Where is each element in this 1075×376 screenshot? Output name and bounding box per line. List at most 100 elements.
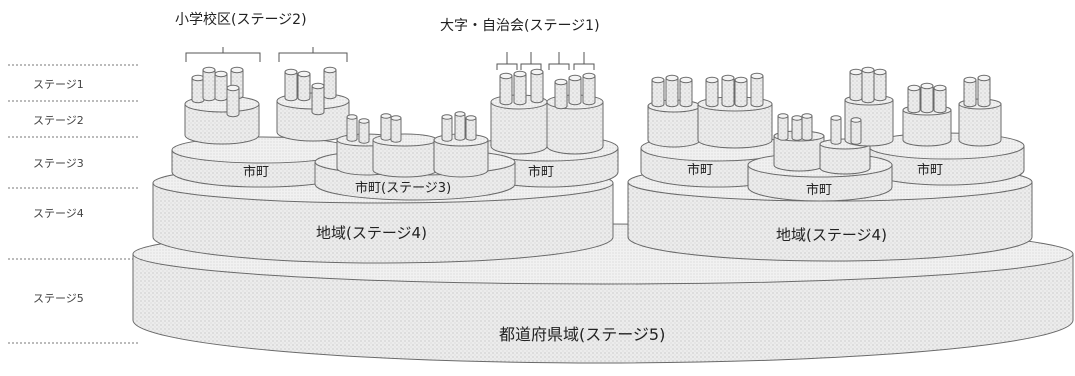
neighborhood-cylinder (651, 79, 665, 108)
neighborhood-cylinder (441, 116, 453, 142)
neighborhood-cylinder-top (791, 115, 803, 121)
neighborhood-cylinder-top (323, 66, 337, 74)
top-brackets (185, 47, 595, 70)
neighborhood-cylinder (582, 75, 596, 106)
city-label-left: 市町 (243, 164, 269, 180)
neighborhood-cylinder-top (830, 115, 842, 121)
neighborhood-cylinder (801, 115, 813, 141)
neighborhood-cylinder (734, 79, 748, 108)
neighborhood-cylinder (850, 119, 862, 145)
neighborhood-cylinder (284, 71, 298, 102)
neighborhood-cylinder (963, 79, 977, 108)
neighborhood-cylinder (513, 73, 527, 106)
neighborhood-cylinder (346, 116, 358, 142)
neighborhood-cylinder (568, 77, 582, 106)
neighborhood-cylinder-top (441, 114, 453, 120)
neighborhood-cylinder-top (651, 76, 665, 84)
neighborhood-cylinder (358, 120, 370, 144)
region-label-left: 地域(ステージ4) (316, 224, 427, 242)
region-label-right: 地域(ステージ4) (776, 226, 887, 244)
neighborhood-cylinder (777, 115, 789, 141)
neighborhood-cylinders (191, 66, 991, 145)
stage-label-1: ステージ1 (33, 78, 84, 91)
neighborhood-cylinder-top (346, 114, 358, 120)
neighborhood-cylinder (465, 117, 477, 141)
city-label-right-c: 市町 (917, 162, 943, 178)
neighborhood-cylinder-top (191, 74, 205, 82)
neighborhood-cylinder (530, 71, 544, 104)
school-district-label: 小学校区(ステージ2) (175, 11, 307, 28)
neighborhood-cylinder-top (750, 72, 764, 80)
neighborhood-cylinder (977, 77, 991, 108)
bracket-school-left (185, 52, 261, 62)
neighborhood-cylinder (323, 69, 337, 100)
neighborhood-cylinder-top (734, 76, 748, 84)
stage-guides (8, 64, 140, 344)
neighborhood-cylinder-top (513, 70, 527, 78)
neighborhood-cylinder (933, 87, 947, 114)
stage-label-3: ステージ3 (33, 157, 84, 170)
neighborhood-cylinder (665, 77, 679, 108)
neighborhood-cylinder (311, 85, 325, 116)
stage-label-5: ステージ5 (33, 292, 84, 305)
neighborhood-cylinder-top (933, 84, 947, 92)
neighborhood-cylinder-top (721, 74, 735, 82)
city-label-right-b: 市町 (806, 182, 832, 198)
neighborhood-cylinder-top (705, 76, 719, 84)
neighborhood-cylinder-top (284, 68, 298, 76)
neighborhood-cylinder-top (202, 66, 216, 74)
neighborhood-cylinder-top (679, 76, 693, 84)
neighborhood-cylinder (849, 71, 863, 102)
neighborhood-cylinder-top (226, 84, 240, 92)
neighborhood-cylinder-top (850, 117, 862, 123)
neighborhood-cylinder (920, 85, 934, 114)
neighborhood-cylinder (750, 75, 764, 108)
neighborhood-cylinder-top (568, 74, 582, 82)
neighborhood-cylinder-top (230, 66, 244, 74)
neighborhood-cylinder (454, 113, 466, 141)
city-label-right-a: 市町 (687, 162, 713, 178)
neighborhood-cylinder (226, 87, 240, 118)
neighborhood-cylinder (202, 69, 216, 102)
bracket-neighborhood-4 (573, 63, 595, 70)
neighborhood-cylinder (791, 117, 803, 141)
city-label-stage3: 市町(ステージ3) (355, 180, 451, 196)
neighborhood-cylinder (390, 117, 402, 143)
neighborhood-cylinder-top (777, 113, 789, 119)
bracket-neighborhood-1 (496, 63, 518, 70)
neighborhood-cylinder-top (465, 115, 477, 121)
neighborhood-cylinder (705, 79, 719, 108)
neighborhood-cylinder-top (665, 74, 679, 82)
neighborhood-cylinder-top (977, 74, 991, 82)
neighborhood-cylinder-top (554, 78, 568, 86)
neighborhood-cylinder-top (963, 76, 977, 84)
neighborhood-cylinder (873, 71, 887, 102)
neighborhood-cylinder (297, 73, 311, 102)
neighborhood-label: 大字・自治会(ステージ1) (440, 18, 600, 34)
neighborhood-cylinder (191, 77, 205, 104)
city-label-center: 市町 (528, 164, 554, 180)
neighborhood-cylinder-top (849, 68, 863, 76)
neighborhood-cylinder-top (214, 70, 228, 78)
stage-label-2: ステージ2 (33, 114, 84, 127)
neighborhood-cylinder (721, 77, 735, 108)
neighborhood-cylinder-top (907, 84, 921, 92)
neighborhood-cylinder-top (920, 82, 934, 90)
bracket-neighborhood-3 (548, 63, 570, 70)
neighborhood-cylinder (679, 79, 693, 108)
neighborhood-cylinder-top (861, 66, 875, 74)
neighborhood-cylinder (214, 73, 228, 102)
neighborhood-cylinder (861, 69, 875, 104)
stage-label-4: ステージ4 (33, 207, 84, 220)
neighborhood-cylinder (554, 81, 568, 110)
neighborhood-cylinder-top (801, 113, 813, 119)
neighborhood-cylinder-top (390, 115, 402, 121)
neighborhood-cylinder (830, 117, 842, 145)
bracket-school-right (278, 52, 348, 62)
neighborhood-cylinder-top (454, 111, 466, 117)
neighborhood-cylinder-top (358, 118, 370, 124)
neighborhood-cylinder (499, 75, 513, 106)
neighborhood-cylinder-top (499, 72, 513, 80)
neighborhood-cylinder-top (311, 82, 325, 90)
